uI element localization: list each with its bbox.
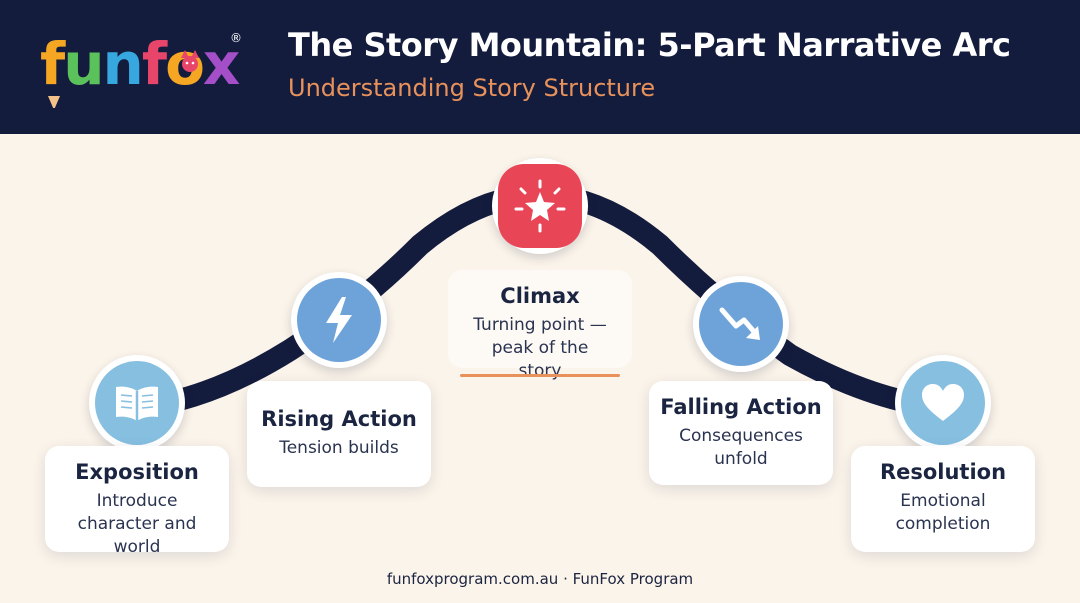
resolution-node [895,355,991,451]
climax-card: Climax Turning point — peak of the story [448,270,632,381]
heart-icon [922,384,964,421]
rising-action-node [291,272,387,368]
resolution-title: Resolution [879,460,1007,484]
exposition-description: Introduce character and world [77,491,197,557]
rising-action-title: Rising Action [261,407,417,431]
open-book-icon [116,386,158,421]
funfox-logo: funfox ® [40,30,242,108]
lightning-bolt-icon [326,297,352,343]
rising-action-card: Rising Action Tension builds [247,381,431,487]
registered-mark: ® [230,31,242,45]
falling-action-node [693,276,789,372]
resolution-description: Emotional completion [895,491,991,534]
resolution-card: Resolution Emotional completion [851,446,1035,552]
exposition-node [89,355,185,451]
rising-action-description: Tension builds [279,438,399,458]
climax-title: Climax [500,284,580,308]
fox-face-icon [181,50,199,72]
falling-action-description: Consequences unfold [679,426,803,469]
exposition-title: Exposition [75,460,199,484]
pencil-tip-icon [48,96,60,108]
falling-action-card: Falling Action Consequences unfold [649,381,833,485]
falling-action-title: Falling Action [660,395,822,419]
page-title: The Story Mountain: 5-Part Narrative Arc [288,26,1011,64]
climax-description: Turning point — peak of the story [473,315,607,381]
footer-text: funfoxprogram.com.au · FunFox Program [386,570,694,588]
climax-underline [460,374,620,377]
trend-down-arrow-icon [719,307,760,340]
page-subtitle: Understanding Story Structure [288,74,656,102]
header-bar: funfox ® The Story Mountain: 5-Part Narr… [0,0,1080,134]
star-burst-icon [514,179,566,233]
climax-node [492,158,588,254]
exposition-card: Exposition Introduce character and world [45,446,229,557]
